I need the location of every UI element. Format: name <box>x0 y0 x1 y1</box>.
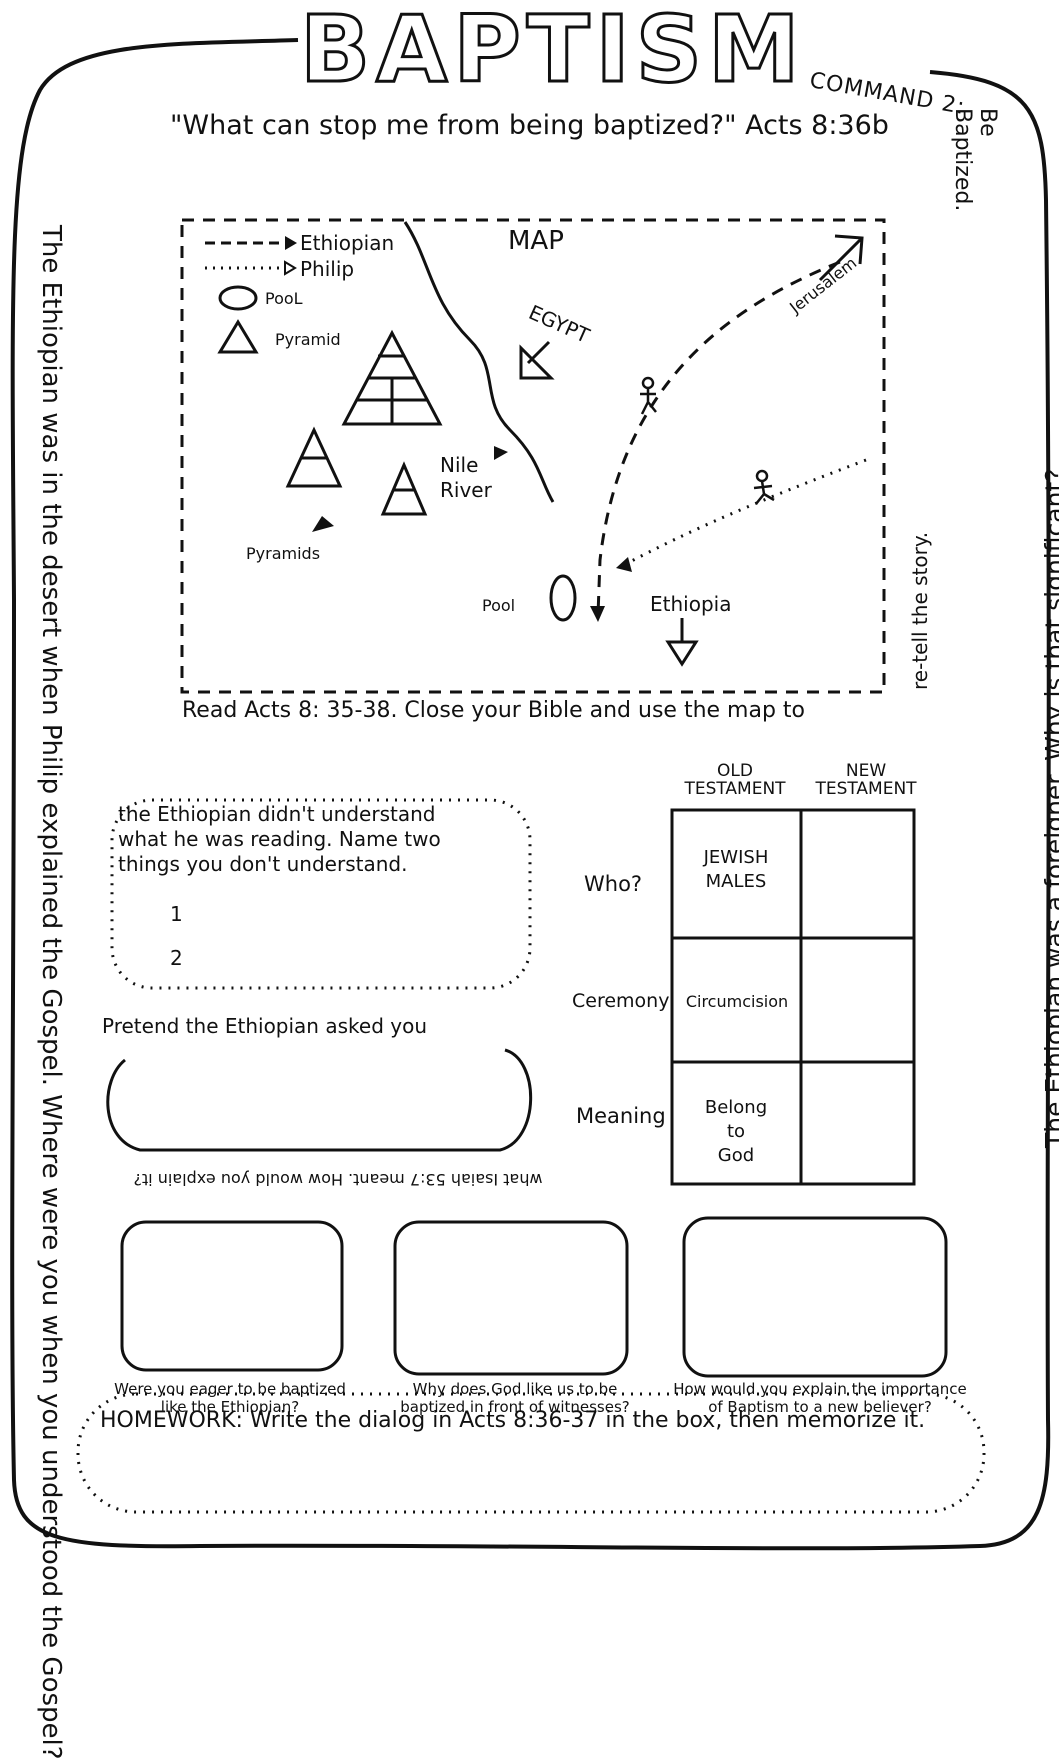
box-3 <box>682 1216 948 1378</box>
map-frame <box>180 218 886 694</box>
label-river: River <box>440 478 492 502</box>
pretend-prompt-cont: what Isaiah 53:7 meant. How would you ex… <box>133 1170 543 1189</box>
homework-box <box>76 1392 986 1514</box>
pool-legend-icon <box>218 285 258 311</box>
understand-item-1: 1 <box>170 902 183 926</box>
legend-philip: Philip <box>300 257 355 281</box>
legend-pool: PooL <box>265 289 303 308</box>
label-nile: Nile <box>440 453 479 477</box>
legend-ethiopian: Ethiopian <box>300 231 395 255</box>
homework-instructions: HOMEWORK: Write the dialog in Acts 8:36-… <box>100 1408 926 1433</box>
map-title: MAP <box>508 226 564 256</box>
pretend-prompt: Pretend the Ethiopian asked you <box>102 1014 427 1038</box>
row-label-who: Who? <box>584 872 643 896</box>
big-pyramid <box>341 329 443 426</box>
testament-table-grid <box>670 808 916 1186</box>
understand-prompt: the Ethiopian didn't understand what he … <box>118 802 441 876</box>
label-pyramids: Pyramids <box>246 544 321 563</box>
understand-box <box>110 798 532 990</box>
right-margin-question: The Ethiopian was a foreigner. Why is th… <box>1040 468 1059 1148</box>
page-frame <box>10 38 1051 1551</box>
map-instructions-cont: re-tell the story. <box>908 531 932 690</box>
box-1-caption: Were you eager to be baptized like the E… <box>114 1380 346 1416</box>
row-label-ceremony: Ceremony <box>572 990 670 1012</box>
box-3-caption: How would you explain the importance of … <box>673 1380 967 1416</box>
legend-pyramid: Pyramid <box>275 330 341 349</box>
row-label-meaning: Meaning <box>576 1104 666 1128</box>
scripture-quote: "What can stop me from being baptized?" … <box>170 110 889 141</box>
label-pool: Pool <box>482 596 516 615</box>
map-instructions: Read Acts 8: 35-38. Close your Bible and… <box>182 698 805 723</box>
box-2-caption: Why does God like us to be baptized in f… <box>400 1380 630 1416</box>
box-1 <box>120 1220 344 1372</box>
box-2 <box>393 1220 629 1376</box>
understand-item-2: 2 <box>170 946 183 970</box>
command-text: Be Baptized. <box>950 108 1000 212</box>
left-margin-question: The Ethiopian was in the desert when Phi… <box>36 225 66 1760</box>
page-title: BAPTISM <box>299 0 806 103</box>
cell-ceremony-old: Circumcision <box>685 992 789 1011</box>
label-ethiopia: Ethiopia <box>650 592 732 616</box>
